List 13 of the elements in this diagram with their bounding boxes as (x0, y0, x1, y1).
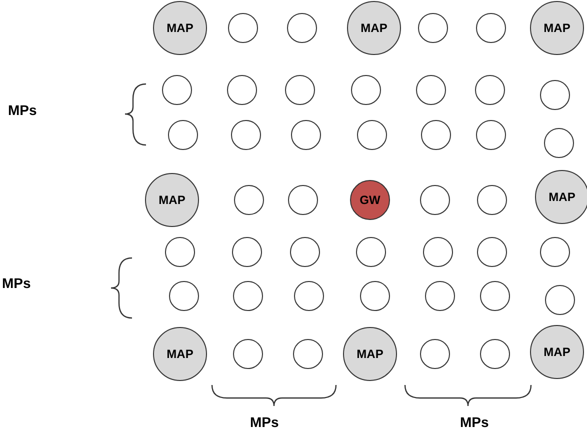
node-label: MAP (356, 348, 384, 360)
node-label: MAP (544, 22, 570, 34)
node-label: MAP (158, 194, 186, 206)
node-label: GW (360, 194, 380, 206)
group-label: MPs (250, 413, 279, 432)
group-label: MPs (2, 274, 31, 293)
node-label: MAP (548, 191, 576, 203)
group-label: MPs (460, 413, 489, 432)
node-label: MAP (544, 346, 570, 358)
node-label: MAP (166, 348, 194, 360)
node-label: MAP (166, 22, 194, 34)
group-label: MPs (8, 101, 37, 120)
node-label: MAP (360, 22, 388, 34)
